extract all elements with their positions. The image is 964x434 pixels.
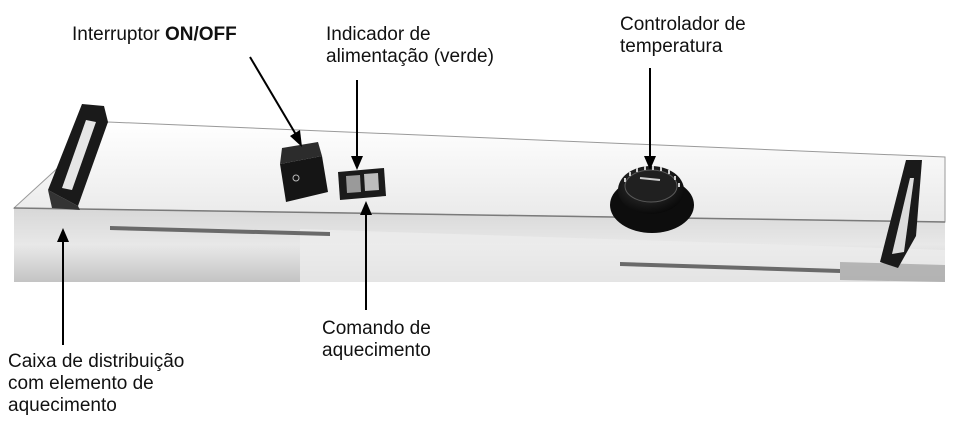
arrow-switch bbox=[249, 56, 302, 147]
label-power-indicator: Indicador de alimentação (verde) bbox=[326, 24, 494, 68]
label-on-off-switch-bold: ON/OFF bbox=[164, 24, 237, 45]
label-distribution-box-line3: aquecimento bbox=[8, 395, 117, 416]
arrow-power-indicator bbox=[351, 80, 363, 170]
left-handle-icon bbox=[48, 104, 108, 210]
arrow-distribution-box bbox=[57, 228, 69, 345]
right-handle-icon bbox=[880, 160, 922, 268]
label-temperature-controller-line1: Controlador de bbox=[620, 14, 746, 35]
label-heating-command-line2: aquecimento bbox=[322, 340, 431, 361]
label-power-indicator-line2: alimentação (verde) bbox=[326, 46, 494, 67]
label-temperature-controller: Controlador de temperatura bbox=[620, 14, 746, 58]
label-on-off-switch-text: Interruptor bbox=[72, 24, 165, 45]
arrow-temperature bbox=[644, 68, 656, 170]
callout-arrows bbox=[57, 56, 656, 345]
label-distribution-box-line2: com elemento de bbox=[8, 373, 154, 394]
label-temperature-controller-line2: temperatura bbox=[620, 36, 723, 57]
label-on-off-switch: Interruptor ON/OFF bbox=[72, 24, 237, 46]
temperature-knob-icon bbox=[610, 166, 694, 233]
label-distribution-box: Caixa de distribuição com elemento de aq… bbox=[8, 351, 184, 417]
device-top-plate bbox=[12, 121, 946, 223]
on-off-switch-icon bbox=[280, 142, 328, 202]
label-heating-command-line1: Comando de bbox=[322, 318, 431, 339]
label-power-indicator-line1: Indicador de bbox=[326, 24, 431, 45]
indicator-lamps-icon bbox=[338, 168, 386, 200]
label-heating-command: Comando de aquecimento bbox=[322, 318, 431, 362]
arrow-heating-command bbox=[360, 201, 372, 310]
label-distribution-box-line1: Caixa de distribuição bbox=[8, 351, 185, 372]
device-front-panel bbox=[13, 207, 946, 282]
